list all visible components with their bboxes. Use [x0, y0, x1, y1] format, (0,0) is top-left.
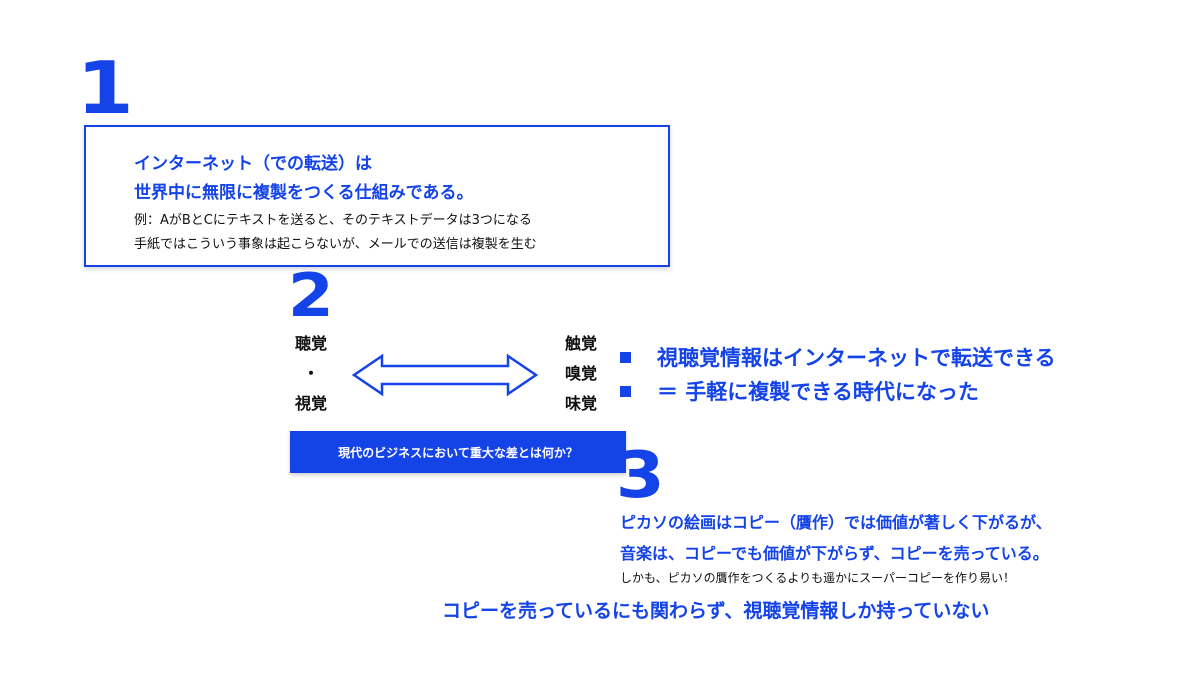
sense-taste: 味覚	[564, 394, 597, 413]
definition-example-line2: 手紙ではこういう事象は起こらないが、メールでの送信は複製を生む	[134, 237, 537, 252]
copy-value-line1: ピカソの絵画はコピー（贋作）では価値が著しく下がるが、	[620, 513, 1052, 532]
copy-value-line2: 音楽は、コピーでも価値が下がらず、コピーを売っている。	[620, 544, 1049, 563]
section-number-3: 3	[615, 439, 665, 513]
section-number-1: 1	[76, 46, 134, 130]
bullet-text: ＝ 手軽に複製できる時代になった	[657, 380, 979, 404]
section-number-2: 2	[287, 261, 334, 331]
sense-separator: ・	[302, 364, 319, 383]
bullet-text: 視聴覚情報はインターネットで転送できる	[657, 346, 1056, 370]
definition-box: インターネット（での転送）は 世界中に無限に複製をつくる仕組みである。 例：Aが…	[84, 125, 670, 267]
square-bullet-icon	[620, 351, 631, 363]
bullet-item: ＝ 手軽に複製できる時代になった	[620, 374, 1056, 408]
square-bullet-icon	[620, 385, 631, 397]
question-button[interactable]: 現代のビジネスにおいて重大な差とは何か？	[290, 431, 626, 473]
definition-heading-line2: 世界中に無限に複製をつくる仕組みである。	[134, 183, 474, 203]
definition-heading-line1: インターネット（での転送）は	[134, 154, 372, 174]
sense-smell: 嗅覚	[564, 364, 597, 383]
right-senses: 触覚 嗅覚 味覚	[556, 334, 606, 424]
sense-sight: 視覚	[294, 394, 327, 413]
conclusion-line: コピーを売っているにも関わらず、視聴覚情報しか持っていない	[442, 600, 990, 622]
sense-hearing: 聴覚	[294, 334, 327, 353]
copy-value-note: しかも、ピカソの贋作をつくるよりも遥かにスーパーコピーを作り易い！	[620, 571, 1016, 585]
sense-touch: 触覚	[564, 334, 597, 353]
bullet-item: 視聴覚情報はインターネットで転送できる	[620, 340, 1056, 374]
double-arrow-icon	[351, 353, 539, 397]
definition-example-line1: 例：AがBとCにテキストを送ると、そのテキストデータは3つになる	[134, 213, 532, 228]
bullet-list: 視聴覚情報はインターネットで転送できる ＝ 手軽に複製できる時代になった	[620, 340, 1056, 408]
left-senses: 聴覚 ・ 視覚	[286, 334, 336, 424]
